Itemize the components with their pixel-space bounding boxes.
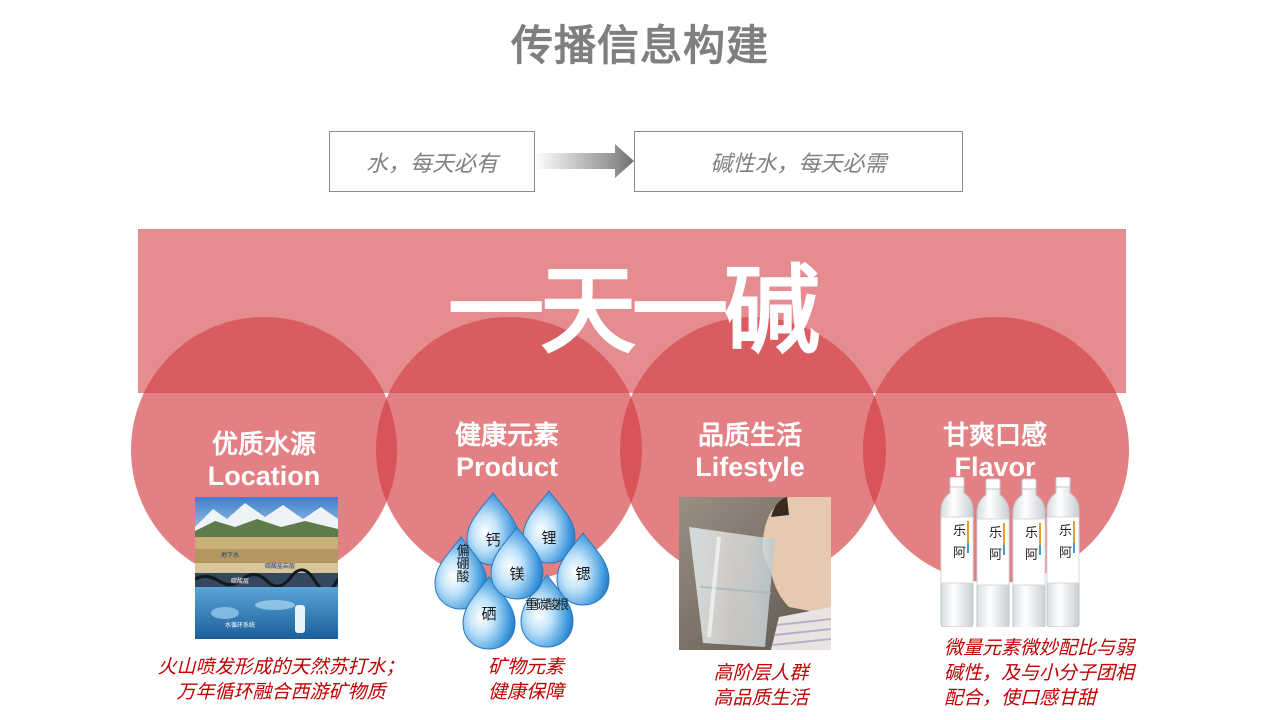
caption-line: 矿物元素 bbox=[487, 656, 564, 678]
caption-flavor: 微量元素微妙配比与弱 碱性，及与小分子团相 配合，使口感甘甜 bbox=[944, 636, 1164, 711]
caption-line: 微量元素微妙配比与弱 bbox=[944, 637, 1135, 659]
banner-band bbox=[138, 229, 1126, 393]
pillar-label-en: Flavor bbox=[954, 452, 1036, 482]
flow-to-box: 碱性水，每天必需 bbox=[634, 131, 963, 192]
pillar-label-flavor: 甘爽口感 Flavor bbox=[862, 421, 1128, 483]
caption-product: 矿物元素 健康保障 bbox=[466, 655, 586, 705]
pillar-label-cn: 品质生活 bbox=[697, 421, 802, 451]
strata-label: 地下水 bbox=[221, 551, 239, 559]
element-label: 镁 bbox=[509, 565, 524, 583]
water-bottle-icon bbox=[940, 477, 974, 627]
slide-title: 传播信息构建 bbox=[510, 21, 769, 70]
element-label: 偏硼酸 bbox=[454, 544, 470, 583]
mineral-drops-graphic: 钙 锂 偏硼酸 镁 锶 硒 重碳酸根 bbox=[434, 490, 610, 650]
pillar-label-cn: 健康元素 bbox=[454, 421, 559, 451]
caption-line: 火山喷发形成的天然苏打水； bbox=[157, 656, 405, 678]
water-bottle-icon bbox=[976, 478, 1010, 627]
drinking-water-photo bbox=[679, 497, 831, 650]
strata-label: 碳酸盐岩层 bbox=[265, 562, 295, 570]
flow-to-text: 碱性水，每天必需 bbox=[710, 151, 887, 177]
caption-lifestyle: 高阶层人群 高品质生活 bbox=[696, 661, 826, 711]
pillar-label-en: Product bbox=[455, 452, 558, 482]
flow-from-box: 水，每天必有 bbox=[329, 131, 535, 192]
flow-arrow-icon bbox=[535, 144, 634, 178]
element-label: 重碳酸根 bbox=[525, 597, 569, 613]
caption-line: 配合，使口感甘甜 bbox=[944, 687, 1097, 709]
pillar-label-en: Location bbox=[207, 461, 321, 491]
caption-line: 碱性，及与小分子团相 bbox=[944, 662, 1135, 684]
strata-label: 碳酸层 bbox=[231, 577, 249, 585]
water-source-photo: 地下水 碳酸盐岩层 碳酸层 水循环系统 bbox=[195, 497, 338, 639]
strata-label: 水循环系统 bbox=[225, 621, 255, 629]
pillar-label-lifestyle: 品质生活 Lifestyle bbox=[617, 421, 883, 483]
caption-line: 健康保障 bbox=[487, 681, 564, 703]
banner-title: 一天一碱 bbox=[448, 255, 820, 367]
element-label: 锂 bbox=[541, 529, 556, 547]
water-bottle-icon bbox=[1046, 477, 1080, 627]
pillar-label-cn: 优质水源 bbox=[211, 430, 316, 460]
caption-line: 高阶层人群 bbox=[713, 662, 809, 684]
flow-from-text: 水，每天必有 bbox=[365, 151, 498, 177]
water-bottle-icon bbox=[1012, 478, 1046, 627]
element-label: 钙 bbox=[485, 531, 500, 549]
caption-location: 火山喷发形成的天然苏打水； 万年循环融合西游矿物质 bbox=[146, 655, 416, 705]
caption-line: 万年循环融合西游矿物质 bbox=[176, 681, 386, 703]
pillar-label-cn: 甘爽口感 bbox=[942, 421, 1047, 451]
element-label: 锶 bbox=[575, 565, 590, 583]
caption-line: 高品质生活 bbox=[713, 687, 809, 709]
pillar-label-product: 健康元素 Product bbox=[374, 421, 640, 483]
pillar-label-en: Lifestyle bbox=[695, 452, 805, 482]
element-label: 硒 bbox=[481, 605, 496, 623]
bottled-water-photo: 乐 阿 bbox=[940, 477, 1080, 627]
pillar-label-location: 优质水源 Location bbox=[131, 430, 397, 492]
